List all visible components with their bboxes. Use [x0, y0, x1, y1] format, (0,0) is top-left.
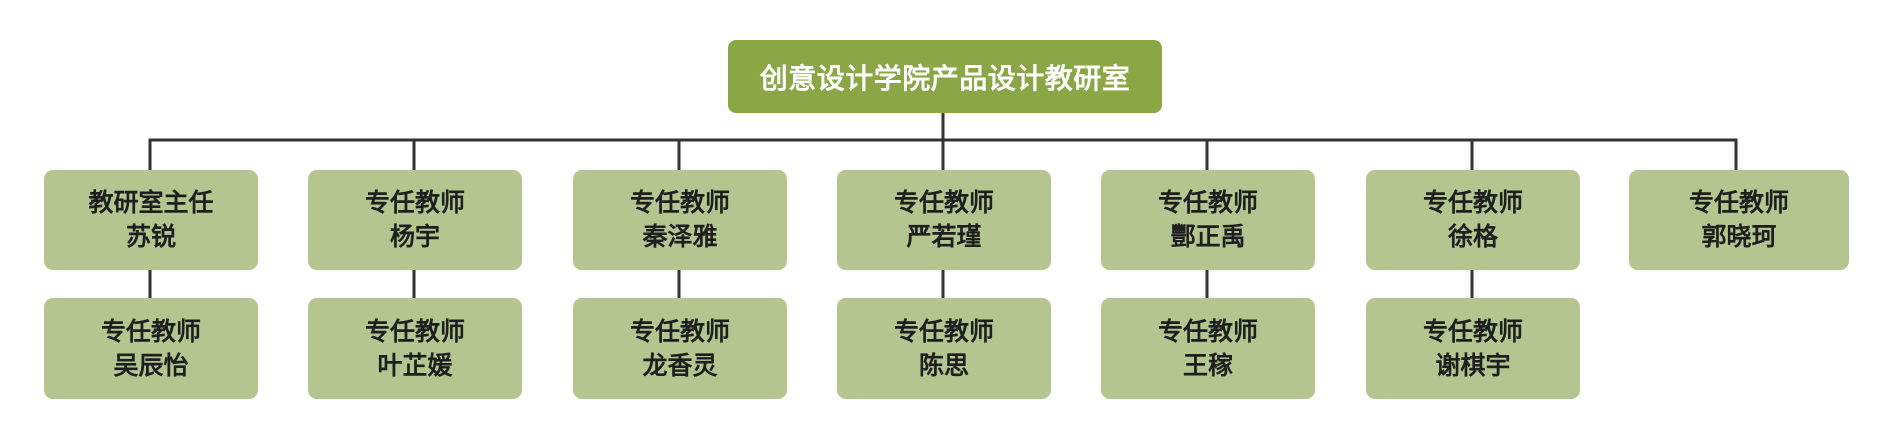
member-name: 吴辰怡 — [113, 350, 189, 380]
root-node[interactable]: 创意设计学院产品设计教研室 — [728, 40, 1162, 113]
member-role: 教研室主任 — [88, 188, 214, 217]
member-role: 专任教师 — [629, 188, 730, 217]
member-name: 严若瑾 — [906, 222, 982, 251]
member-node[interactable]: 专任教师 严若瑾 — [837, 170, 1051, 270]
member-name: 王稼 — [1182, 350, 1233, 380]
member-role: 专任教师 — [893, 188, 994, 217]
member-name: 杨宇 — [389, 222, 440, 251]
member-role: 专任教师 — [1157, 316, 1258, 346]
member-role: 专任教师 — [364, 188, 465, 217]
member-node[interactable]: 专任教师 郭晓珂 — [1629, 170, 1849, 270]
member-node[interactable]: 专任教师 杨宇 — [308, 170, 522, 270]
member-name: 秦泽雅 — [642, 222, 718, 251]
member-name: 叶芷媛 — [377, 350, 453, 380]
member-node[interactable]: 专任教师 酆正禹 — [1101, 170, 1315, 270]
member-role: 专任教师 — [1157, 188, 1258, 217]
member-name: 龙香灵 — [642, 350, 718, 380]
member-role: 专任教师 — [100, 316, 201, 346]
member-node[interactable]: 专任教师 陈思 — [837, 298, 1051, 399]
member-node[interactable]: 专任教师 徐格 — [1366, 170, 1580, 270]
member-node-director[interactable]: 教研室主任 苏锐 — [44, 170, 258, 270]
root-name: 创意设计学院产品设计教研室 — [759, 61, 1131, 95]
member-role: 专任教师 — [1422, 188, 1523, 217]
member-role: 专任教师 — [364, 316, 465, 346]
member-node[interactable]: 专任教师 王稼 — [1101, 298, 1315, 399]
member-name: 徐格 — [1447, 222, 1498, 251]
member-name: 郭晓珂 — [1701, 222, 1777, 251]
member-name: 陈思 — [918, 350, 969, 380]
member-name: 苏锐 — [125, 222, 176, 251]
member-node[interactable]: 专任教师 龙香灵 — [573, 298, 787, 399]
member-name: 谢棋宇 — [1435, 350, 1511, 380]
member-role: 专任教师 — [629, 316, 730, 346]
member-role: 专任教师 — [893, 316, 994, 346]
member-node[interactable]: 专任教师 叶芷媛 — [308, 298, 522, 399]
member-role: 专任教师 — [1688, 188, 1789, 217]
member-role: 专任教师 — [1422, 316, 1523, 346]
member-node[interactable]: 专任教师 吴辰怡 — [44, 298, 258, 399]
member-name: 酆正禹 — [1170, 222, 1246, 251]
member-node[interactable]: 专任教师 谢棋宇 — [1366, 298, 1580, 399]
member-node[interactable]: 专任教师 秦泽雅 — [573, 170, 787, 270]
